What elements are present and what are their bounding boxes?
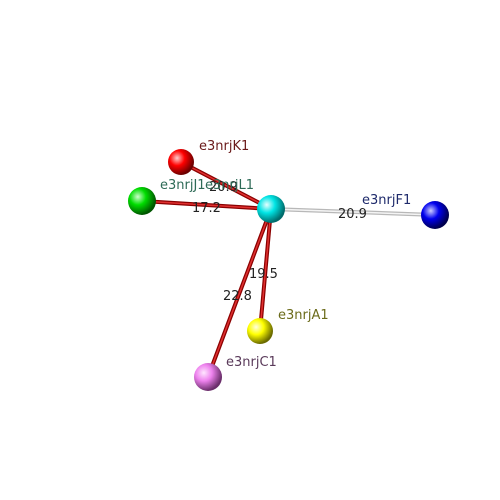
atoms xyxy=(128,149,449,391)
node-label-F1: e3nrjF1 xyxy=(362,193,411,208)
bonds xyxy=(141,160,436,378)
bond-center-F1-highlight xyxy=(270,208,436,216)
node-label-C1: e3nrjC1 xyxy=(226,355,277,370)
atom-center[interactable] xyxy=(257,195,285,223)
distance-label-C1: 22.8 xyxy=(223,289,252,304)
bond-center-C1-highlight xyxy=(207,208,272,378)
node-label-J1: e3nrjJ1 xyxy=(160,178,206,193)
atom-K1[interactable] xyxy=(168,149,194,175)
atom-F1[interactable] xyxy=(421,201,449,229)
distance-label-J1: 17.2 xyxy=(192,201,221,216)
node-label-center: e3nrjL1 xyxy=(205,178,254,193)
distance-label-A1: 19.5 xyxy=(249,267,278,282)
node-labels: e3nrjK1 e3nrjJ1 e3nrjL1 e3nrjF1 e3nrjA1 … xyxy=(160,139,411,370)
atom-C1[interactable] xyxy=(194,363,222,391)
bond-center-J1-highlight xyxy=(141,200,272,210)
bond-center-A1-highlight xyxy=(259,208,272,332)
node-label-K1: e3nrjK1 xyxy=(199,139,249,154)
atom-J1[interactable] xyxy=(128,187,156,215)
distance-labels: 20.9 17.2 20.9 19.5 22.8 xyxy=(192,180,367,304)
bond-center-K1-highlight xyxy=(180,161,272,210)
atom-A1[interactable] xyxy=(247,318,273,344)
node-label-A1: e3nrjA1 xyxy=(278,308,329,323)
distance-label-K1: 20.9 xyxy=(209,180,238,195)
distance-label-F1: 20.9 xyxy=(338,207,367,222)
